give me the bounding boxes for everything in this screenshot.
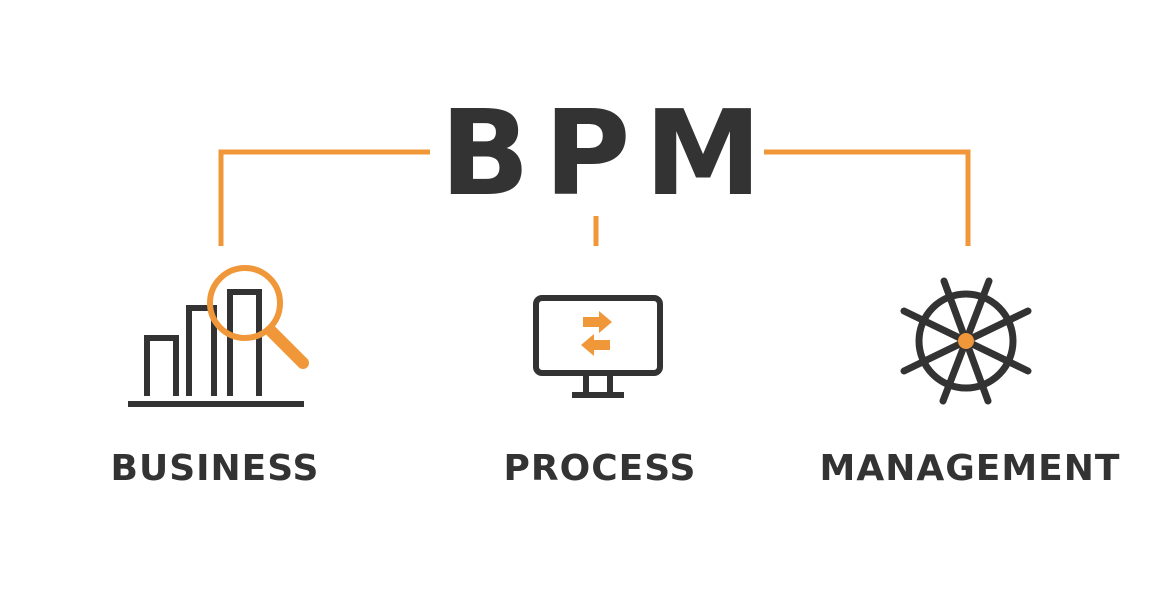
label-process: PROCESS (503, 448, 697, 489)
label-business: BUSINESS (110, 448, 320, 489)
ship-wheel-icon (900, 277, 1032, 405)
diagram-title: BPM (440, 84, 776, 222)
connector-left (218, 149, 430, 246)
bar-chart-magnifier-icon (128, 265, 309, 407)
connector-right (764, 149, 971, 246)
arrow-right-icon (583, 311, 612, 333)
label-management: MANAGEMENT (819, 448, 1121, 489)
arrow-left-icon (581, 334, 610, 356)
monitor-arrows-icon (533, 295, 663, 398)
